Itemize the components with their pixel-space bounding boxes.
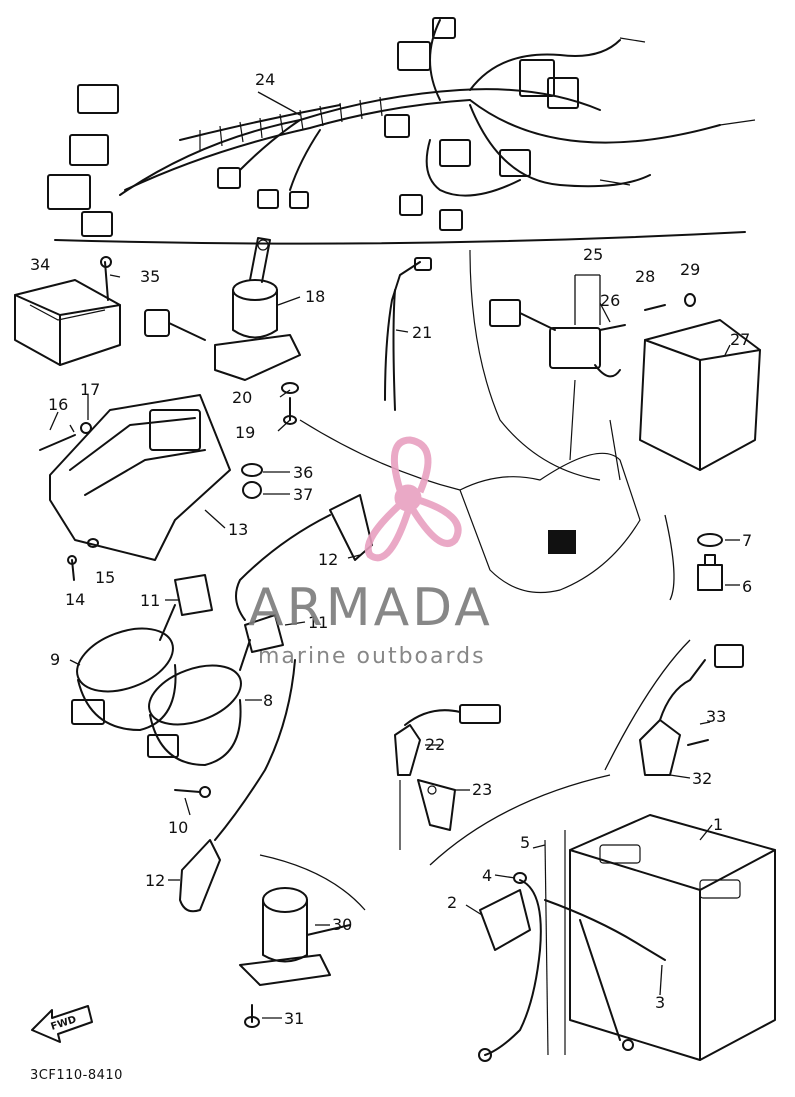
plug-cap-lower [179, 659, 296, 913]
callout-12-upper: 12 [318, 550, 338, 569]
callout-23: 23 [472, 780, 492, 799]
igniter-unit [14, 256, 206, 366]
callout-26: 26 [600, 291, 620, 310]
callout-22: 22 [425, 735, 445, 754]
fwd-arrow-icon: FWD [31, 1005, 93, 1043]
cdi-unit-27 [639, 293, 761, 471]
ignition-coil-8 [147, 639, 251, 766]
switch-22 [394, 704, 501, 850]
screw-19-20 [281, 382, 299, 425]
callout-8: 8 [263, 691, 273, 710]
callout-19: 19 [235, 423, 255, 442]
regulator-block [548, 530, 576, 554]
callout-10: 10 [168, 818, 188, 837]
callout-37: 37 [293, 485, 313, 504]
ignition-coil-9 [71, 604, 177, 731]
callout-4: 4 [482, 866, 492, 885]
relay-25 [489, 299, 626, 378]
callout-31: 31 [284, 1009, 304, 1028]
callout-11-left: 11 [140, 591, 160, 610]
callout-35: 35 [140, 267, 160, 286]
leader-lines [49, 91, 740, 1019]
neutral-switch [664, 514, 723, 601]
callout-12-lower: 12 [145, 871, 165, 890]
callout-30: 30 [332, 915, 352, 934]
screw-31 [244, 1004, 260, 1028]
callout-13: 13 [228, 520, 248, 539]
callout-24: 24 [255, 70, 275, 89]
sensor-21 [384, 257, 432, 411]
callout-15: 15 [95, 568, 115, 587]
battery-1 [429, 774, 776, 1062]
solenoid-32 [604, 639, 744, 776]
drawing-code: 3CF110-8410 [30, 1068, 123, 1083]
callout-18: 18 [305, 287, 325, 306]
callout-17: 17 [80, 380, 100, 399]
callout-20: 20 [232, 388, 252, 407]
callout-5: 5 [520, 833, 530, 852]
wire-harness [47, 17, 756, 245]
callout-16: 16 [48, 395, 68, 414]
callout-21: 21 [412, 323, 432, 342]
callout-36: 36 [293, 463, 313, 482]
callout-25: 25 [583, 245, 603, 264]
callout-numbers: 24 34 35 18 21 25 26 28 29 27 16 17 20 1… [30, 70, 752, 1028]
bolt-10 [174, 786, 211, 798]
callout-1: 1 [713, 815, 723, 834]
main-switch [214, 237, 301, 381]
callout-32: 32 [692, 769, 712, 788]
frame-outline [299, 249, 641, 594]
watermark-tagline: marine outboards [258, 644, 486, 669]
callout-33: 33 [706, 707, 726, 726]
screws-14-15 [67, 538, 99, 581]
callout-11-right: 11 [308, 613, 328, 632]
callout-27: 27 [730, 330, 750, 349]
callout-6: 6 [742, 577, 752, 596]
callout-7: 7 [742, 531, 752, 550]
nuts-36-37 [241, 463, 263, 499]
component-30 [239, 854, 366, 986]
callout-28: 28 [635, 267, 655, 286]
callout-2: 2 [447, 893, 457, 912]
callout-29: 29 [680, 260, 700, 279]
ecu-bracket [39, 394, 231, 561]
propeller-logo-icon [364, 436, 462, 562]
callout-3: 3 [655, 993, 665, 1012]
watermark-brand: ARMADA [248, 578, 493, 638]
callout-9: 9 [50, 650, 60, 669]
callout-34: 34 [30, 255, 50, 274]
callout-14: 14 [65, 590, 85, 609]
armada-watermark: ARMADA marine outboards [248, 436, 493, 669]
